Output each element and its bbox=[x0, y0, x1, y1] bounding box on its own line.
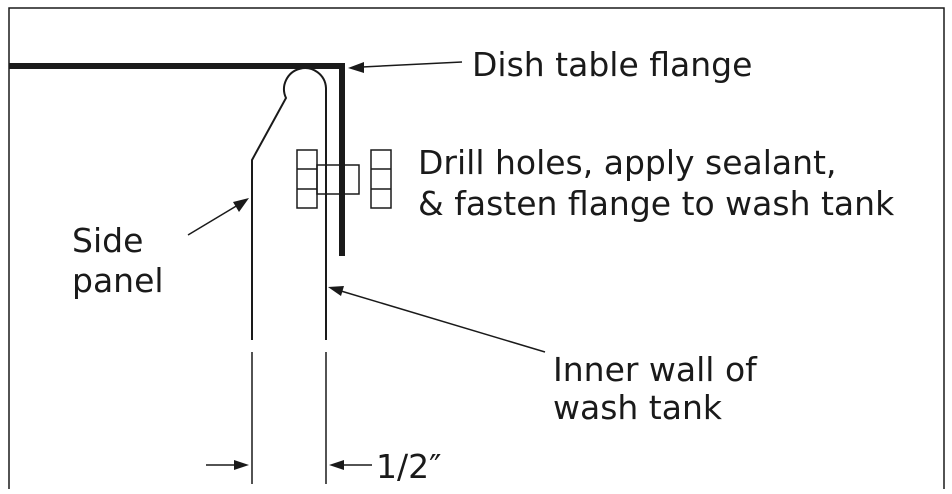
flange-label: Dish table flange bbox=[472, 45, 752, 84]
drill-label-line2: & fasten flange to wash tank bbox=[418, 184, 895, 223]
dish-table-flange bbox=[9, 63, 345, 256]
dimension-arrow-left bbox=[206, 460, 249, 470]
fastener-bolt bbox=[296, 149, 392, 209]
inner-wall-label-line2: wash tank bbox=[553, 388, 723, 427]
flange-leader-arrow bbox=[348, 61, 463, 73]
dimension-extension-lines bbox=[251, 352, 327, 484]
side-panel bbox=[251, 67, 327, 340]
side-panel-label-line2: panel bbox=[72, 261, 164, 300]
inner-wall-label-line1: Inner wall of bbox=[553, 350, 758, 389]
side-panel-label-line1: Side bbox=[72, 221, 143, 260]
dimension-arrow-right bbox=[329, 460, 372, 470]
inner-wall-leader-arrow bbox=[328, 286, 546, 353]
dimension-label: 1/2″ bbox=[376, 447, 441, 486]
drill-label-line1: Drill holes, apply sealant, bbox=[418, 143, 836, 182]
diagram-frame bbox=[8, 7, 945, 489]
side-panel-leader-arrow bbox=[187, 198, 249, 236]
